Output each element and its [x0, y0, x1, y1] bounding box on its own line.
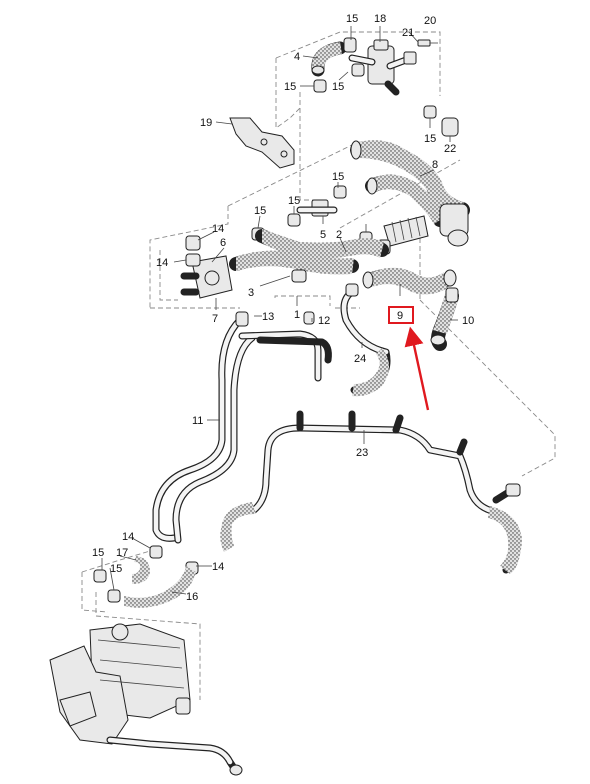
hose-2 — [229, 229, 389, 283]
hose-8 — [350, 140, 470, 247]
lower-left-hoses — [93, 545, 199, 608]
callout-13: 13 — [262, 311, 274, 323]
callout-12: 12 — [318, 315, 330, 327]
callout-15: 15 — [284, 81, 296, 93]
pipe-23 — [220, 410, 522, 574]
callout-24: 24 — [354, 353, 366, 365]
callout-15: 15 — [254, 205, 266, 217]
callout-6: 6 — [220, 237, 226, 249]
callout-15: 15 — [92, 547, 104, 559]
pipe-11 — [152, 311, 332, 544]
callout-leaders — [101, 26, 458, 595]
bracket — [229, 117, 295, 169]
callout-5: 5 — [320, 229, 326, 241]
callout-8: 8 — [432, 159, 438, 171]
highlight-arrow — [404, 326, 430, 411]
flange-6 — [180, 235, 233, 299]
highlight-box — [388, 306, 414, 324]
callout-11: 11 — [192, 415, 203, 427]
callout-labels: 15 18 21 20 4 15 15 15 22 19 8 15 15 15 … — [92, 13, 474, 603]
callout-10: 10 — [462, 315, 474, 327]
pump-assembly — [49, 623, 243, 776]
callout-7: 7 — [212, 313, 218, 325]
callout-15: 15 — [424, 133, 436, 145]
callout-14: 14 — [156, 257, 168, 269]
highlight-callout-9[interactable]: 9 — [388, 306, 430, 411]
callout-22: 22 — [444, 143, 456, 155]
hose-10 — [430, 287, 459, 351]
callout-14: 14 — [122, 531, 134, 543]
callout-16: 16 — [186, 591, 198, 603]
callout-15: 15 — [288, 195, 300, 207]
hose-9 — [362, 267, 457, 295]
callout-14: 14 — [212, 561, 224, 573]
callout-15: 15 — [346, 13, 358, 25]
callout-2: 2 — [336, 229, 342, 241]
callout-9: 9 — [397, 310, 403, 322]
valve-assembly — [311, 37, 459, 137]
callout-14: 14 — [212, 223, 224, 235]
hose-24 — [340, 283, 391, 397]
callout-15: 15 — [110, 563, 122, 575]
callout-4: 4 — [294, 51, 300, 63]
callout-17: 17 — [116, 547, 128, 559]
dashed-leader-lines — [81, 31, 556, 700]
callout-18: 18 — [374, 13, 386, 25]
callout-23: 23 — [356, 447, 368, 459]
callout-15: 15 — [332, 171, 344, 183]
callout-3: 3 — [248, 287, 254, 299]
callout-1: 1 — [294, 309, 300, 321]
callout-21: 21 — [402, 27, 414, 39]
callout-19: 19 — [200, 117, 212, 129]
callout-15: 15 — [332, 81, 344, 93]
callout-20: 20 — [424, 15, 436, 27]
